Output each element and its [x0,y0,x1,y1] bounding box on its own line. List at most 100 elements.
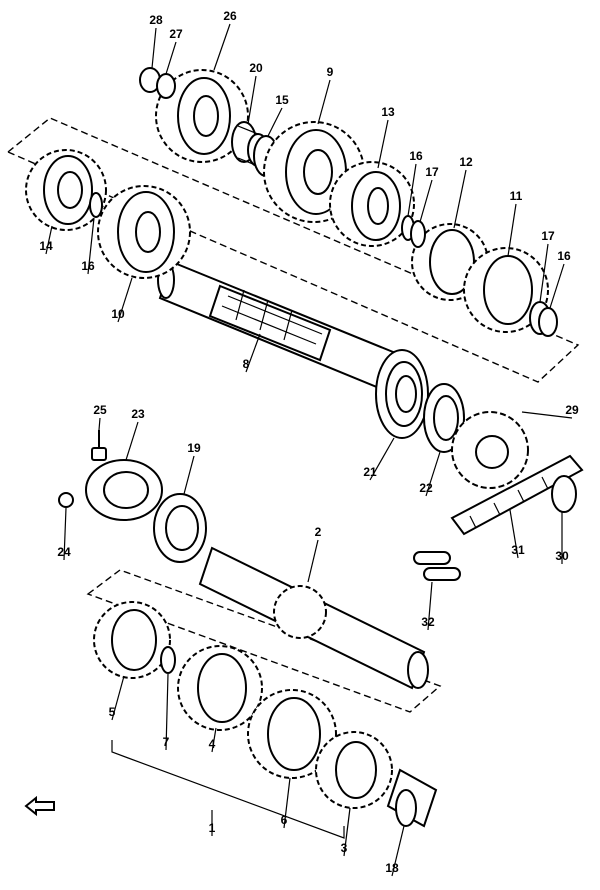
callout-10: 10 [111,307,125,321]
callout-31: 31 [511,543,525,557]
leader-c26 [213,23,231,71]
leader-c11 [507,203,517,257]
bolt-25 [91,430,107,461]
callout-27: 27 [169,27,183,41]
callout-14: 14 [39,239,53,253]
callout-17: 17 [425,165,439,179]
callout-29: 29 [565,403,579,417]
leader-c16c [549,263,565,309]
leader-lines [45,23,573,877]
callout-22: 22 [419,481,433,495]
screw-24 [58,492,74,508]
callout-15: 15 [275,93,289,107]
circlip-30 [551,475,577,513]
leader-c27 [165,41,177,75]
callout-25: 25 [93,403,107,417]
bearing-19 [153,493,207,563]
callout-32: 32 [421,615,435,629]
countershaft [157,260,400,392]
callout-9: 9 [327,65,334,79]
gear-10 [97,185,191,279]
callout-11: 11 [510,189,523,203]
leader-c31 [509,509,519,559]
leader-c6 [283,777,291,829]
callout-labels: 2827262015913161712111716141610821222931… [39,9,579,875]
bushing-18 [386,768,438,828]
leader-c10 [117,277,133,323]
callout-30: 30 [555,549,569,563]
callout-23: 23 [131,407,145,421]
leader-c5 [111,675,125,721]
group-bracket-1 [111,740,345,839]
leader-c15 [267,107,283,137]
front-arrow-icon [24,795,55,817]
drive-chain-31 [450,454,584,536]
leader-c3 [343,807,351,857]
gear-6 [247,689,337,779]
upper-assembly-boundary [6,117,580,383]
callout-24: 24 [57,545,71,559]
callout-7: 7 [163,735,170,749]
circlip-7 [160,646,176,674]
gear-5 [93,601,171,679]
leader-c23 [125,421,139,461]
leader-c16b [407,163,417,217]
leader-c12 [453,169,467,229]
callout-13: 13 [381,105,395,119]
leader-c20 [247,75,257,125]
callout-28: 28 [149,13,163,27]
leader-c9 [317,79,331,125]
callout-18: 18 [385,861,399,875]
leader-c29 [521,411,573,419]
driveshaft-2 [198,546,429,690]
gear-11 [463,247,549,333]
leader-c13 [377,119,389,169]
callout-16: 16 [81,259,95,273]
leader-c4 [211,727,217,753]
leader-c16a [87,217,95,275]
leader-c2 [307,539,319,583]
oil-seal-22 [423,383,465,453]
callout-3: 3 [341,841,348,855]
callout-26: 26 [223,9,237,23]
leader-c17a [419,179,433,223]
callout-12: 12 [459,155,473,169]
leader-c32 [427,581,433,631]
chain-joint-32 [413,551,461,581]
circlip-16-left [89,192,103,218]
callout-21: 21 [363,465,377,479]
callout-5: 5 [109,705,116,719]
washer-27 [156,73,176,99]
leader-c21 [369,437,395,481]
engine-sprocket-29 [451,411,529,489]
callout-2: 2 [315,525,322,539]
leader-c19 [183,455,195,495]
leader-c8 [245,333,261,373]
callout-16: 16 [409,149,423,163]
bearing-21 [375,349,429,439]
callout-8: 8 [243,357,250,371]
washer-17-mid [410,220,426,248]
leader-c22 [425,451,441,497]
gear-3 [315,731,393,809]
leader-c25 [98,417,101,431]
gear-26 [155,69,249,163]
gear-4 [177,645,263,731]
callout-17: 17 [541,229,555,243]
callout-4: 4 [209,737,216,751]
circlip-16-right [538,307,558,337]
leader-c7 [165,673,169,751]
callout-1: 1 [209,821,216,835]
leader-c24 [63,507,67,561]
gear-13 [329,161,415,247]
leader-c14 [45,225,53,255]
gear-14 [25,149,107,231]
leader-c28 [151,27,157,69]
lower-assembly-boundary [86,569,442,713]
callout-6: 6 [281,813,288,827]
leader-c17b [539,243,549,303]
callout-16: 16 [557,249,571,263]
bearing-retainer-23 [85,459,163,521]
